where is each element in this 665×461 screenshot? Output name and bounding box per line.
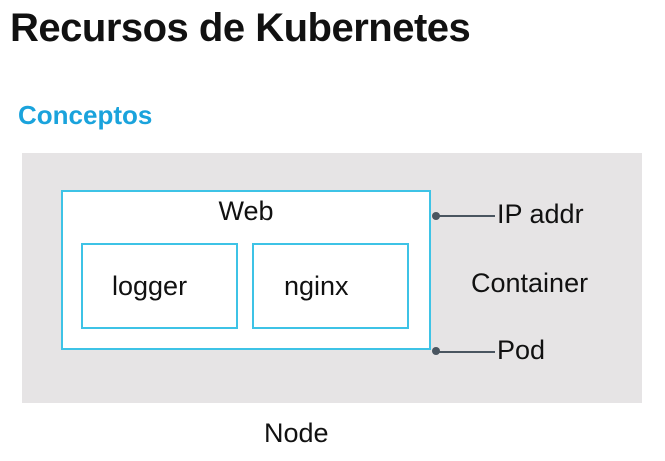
slide-title: Recursos de Kubernetes	[10, 6, 471, 50]
container-box-nginx: nginx	[252, 243, 409, 329]
pod-name-label: Web	[218, 196, 274, 226]
pod-connector-line	[438, 351, 495, 353]
ip-connector-line	[438, 215, 495, 217]
section-subtitle: Conceptos	[18, 100, 153, 130]
pod-label: Pod	[497, 335, 546, 365]
container-label-logger: logger	[112, 271, 188, 301]
container-label: Container	[471, 268, 589, 298]
ip-addr-label: IP addr	[497, 199, 584, 229]
pod-connector-dot	[432, 347, 440, 355]
node-label: Node	[264, 418, 329, 448]
ip-connector-dot	[432, 212, 440, 220]
container-box-logger: logger	[81, 243, 238, 329]
container-label-nginx: nginx	[284, 271, 349, 301]
